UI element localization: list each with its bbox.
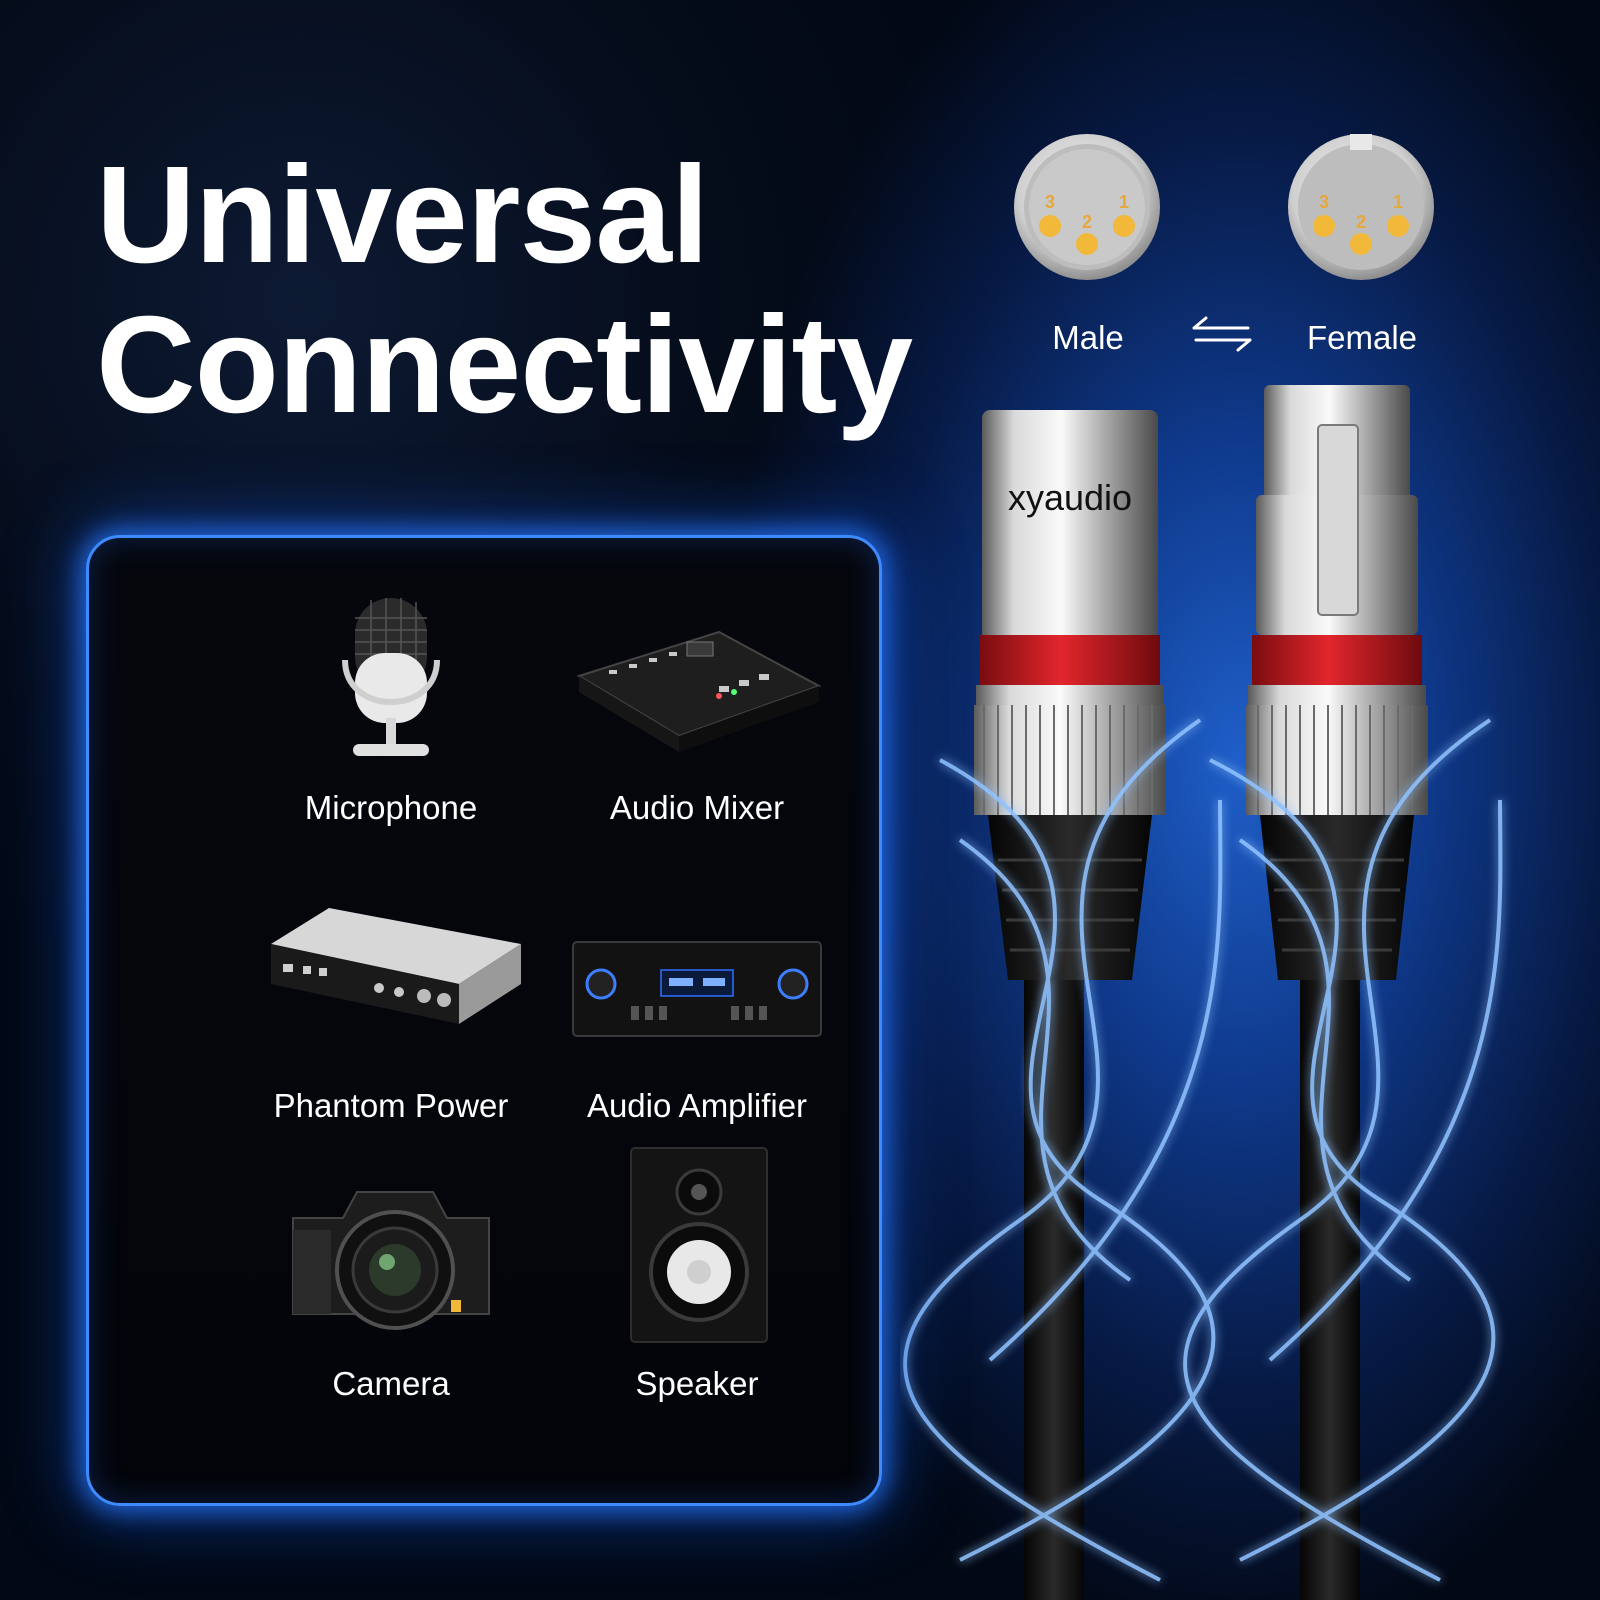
male-pin-diagram: 3 2 1 <box>1014 134 1160 280</box>
device-audio-mixer: Audio Mixer <box>537 598 857 838</box>
glow-swirls <box>903 718 1503 1582</box>
headline-line-1: Universal <box>96 138 709 292</box>
headline-line-2: Connectivity <box>96 288 913 442</box>
device-label-audio-mixer: Audio Mixer <box>609 789 785 826</box>
phantom-power-icon <box>271 908 521 1024</box>
female-pin-diagram: 3 2 1 <box>1288 134 1434 280</box>
male-pin-3: 3 <box>1045 192 1055 212</box>
audio-amplifier-icon <box>572 941 822 1037</box>
device-label-microphone: Microphone <box>304 789 478 826</box>
audio-mixer-icon <box>576 630 822 752</box>
female-cable <box>1300 980 1360 1600</box>
female-xlr-plug <box>1246 385 1428 980</box>
device-speaker: Speaker <box>537 1144 857 1414</box>
device-audio-amplifier: Audio Amplifier <box>537 896 857 1136</box>
speaker-icon <box>630 1147 768 1343</box>
brand-logo: xyaudio <box>1008 477 1132 518</box>
xlr-cables-illustration: xyaudio <box>903 385 1503 1600</box>
male-xlr-plug: xyaudio <box>974 410 1166 980</box>
microphone-icon <box>342 598 440 756</box>
device-label-speaker: Speaker <box>635 1365 759 1402</box>
male-pin-1: 1 <box>1119 192 1129 212</box>
female-pin-1: 1 <box>1393 192 1403 212</box>
device-microphone: Microphone <box>231 598 551 838</box>
male-label: Male <box>1052 319 1124 356</box>
female-pin-3: 3 <box>1319 192 1329 212</box>
device-label-camera: Camera <box>332 1365 450 1402</box>
device-phantom-power: Phantom Power <box>231 896 551 1136</box>
camera-icon <box>292 1191 490 1330</box>
headline: Universal Connectivity <box>96 138 913 442</box>
device-camera: Camera <box>231 1174 551 1414</box>
female-label: Female <box>1306 319 1418 356</box>
swap-arrows-icon <box>1192 316 1252 352</box>
device-label-phantom-power: Phantom Power <box>273 1087 509 1124</box>
device-label-audio-amplifier: Audio Amplifier <box>586 1087 808 1124</box>
female-pin-2: 2 <box>1356 212 1366 232</box>
male-pin-2: 2 <box>1082 212 1092 232</box>
compatible-devices-panel: Microphone Audio Mixer <box>86 535 882 1506</box>
